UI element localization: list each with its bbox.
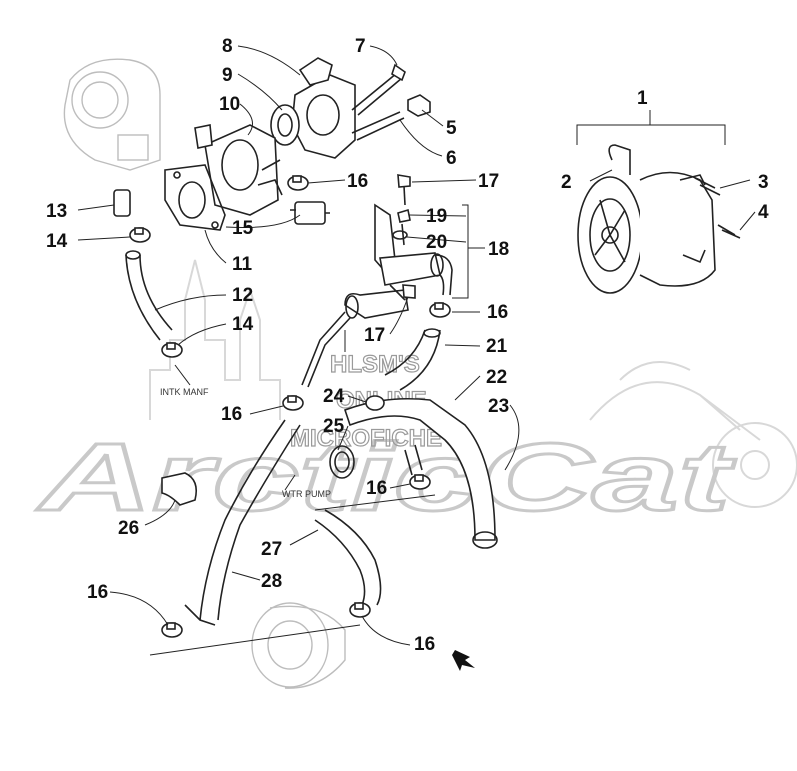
callout-16b: 16: [487, 302, 508, 323]
callout-5: 5: [446, 118, 457, 139]
clamp-16-c: [282, 395, 304, 411]
callout-16a: 16: [347, 171, 368, 192]
gasket-11: [164, 164, 226, 231]
note-intake-manifold: INTK MANF: [160, 387, 209, 397]
water-pump-assembly: [576, 110, 741, 294]
nut-5: [407, 94, 431, 117]
clamp-16-e: [161, 622, 183, 638]
callout-25: 25: [323, 416, 345, 437]
watermark-line-1: HLSM'S: [330, 351, 420, 378]
callout-14a: 14: [46, 231, 68, 252]
hose-21: [384, 328, 441, 391]
hose-28: [184, 419, 301, 626]
clamp-16-f: [349, 602, 371, 618]
clamp-16-d: [409, 474, 431, 490]
watermark-motorcycle: [589, 361, 797, 508]
callout-labels: 1 2 3 4 5 6 7 8 9 10 11 12 13 14 14 15 1…: [46, 36, 769, 655]
callout-9: 9: [222, 65, 233, 86]
callout-12: 12: [232, 285, 253, 306]
clamp-16-b: [429, 302, 451, 318]
callout-17a: 17: [478, 171, 499, 192]
callout-10: 10: [219, 94, 240, 115]
thermostat-housing-cover: [291, 57, 356, 159]
callout-7: 7: [355, 36, 366, 57]
water-pump-reference: [251, 602, 346, 689]
clamp-14-lower: [161, 342, 183, 358]
callout-11: 11: [232, 254, 253, 275]
callout-6: 6: [446, 148, 457, 169]
callout-24: 24: [323, 386, 345, 407]
hose-clamps: [129, 175, 451, 638]
callout-16f: 16: [414, 634, 435, 655]
throttle-body-reference: [63, 58, 161, 171]
hose-12: [125, 250, 173, 341]
callout-18: 18: [488, 239, 509, 260]
hose-connector-13: [113, 189, 131, 217]
callout-14b: 14: [232, 314, 254, 335]
callout-20: 20: [426, 232, 447, 253]
callout-26: 26: [118, 518, 139, 539]
clamp-14-upper: [129, 227, 151, 243]
hose-27: [314, 509, 382, 606]
callout-16c: 16: [221, 404, 242, 425]
bracket-26: [161, 472, 198, 506]
callout-16d: 16: [366, 478, 387, 499]
callout-28: 28: [261, 571, 282, 592]
callout-21: 21: [486, 336, 508, 357]
direction-arrow-icon: [452, 650, 475, 671]
connection-lines: [149, 330, 436, 656]
temperature-sensor-15: [290, 201, 330, 225]
callout-15: 15: [232, 218, 254, 239]
outlet-pipe-22: [343, 397, 498, 549]
bypass-hose-upper: [301, 311, 351, 388]
callout-19: 19: [426, 206, 447, 227]
thermostat-housing-10: [194, 124, 283, 216]
callout-16e: 16: [87, 582, 108, 603]
watermark-brand: ArcticCat: [37, 424, 737, 531]
callout-23: 23: [488, 396, 509, 417]
callout-13: 13: [46, 201, 67, 222]
callout-17b: 17: [364, 325, 385, 346]
note-water-pump: WTR PUMP: [282, 489, 331, 499]
callout-27: 27: [261, 539, 282, 560]
o-ring-25: [329, 445, 355, 479]
callout-8: 8: [222, 36, 233, 57]
bolt-7: [351, 63, 406, 116]
callout-22: 22: [486, 367, 507, 388]
callout-1: 1: [637, 88, 648, 109]
watermark-line-3: MICROFICHE: [290, 425, 442, 452]
callout-leaders: [77, 45, 756, 646]
bypass-pipe-assembly: [344, 174, 453, 319]
callout-2: 2: [561, 172, 572, 193]
o-ring-24: [365, 395, 385, 411]
callout-3: 3: [758, 172, 769, 193]
callout-4: 4: [758, 202, 769, 223]
thermostat: [270, 104, 300, 146]
clamp-16-a: [287, 175, 309, 191]
stud-6: [351, 111, 405, 141]
